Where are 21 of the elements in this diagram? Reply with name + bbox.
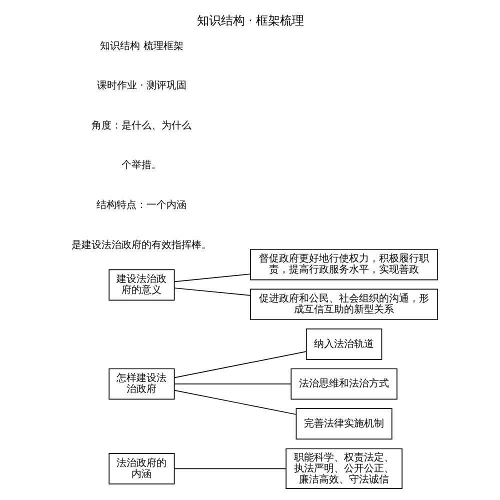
label: 课时作业 · 测评巩固 xyxy=(96,80,186,92)
connector xyxy=(173,390,296,415)
label: 角度：是什么、为什么 xyxy=(91,120,192,132)
node-box: 纳入法治轨道 xyxy=(305,328,382,360)
connector xyxy=(173,351,306,378)
diagram-title: 知识结构 · 框架梳理 xyxy=(196,13,304,28)
connector xyxy=(173,274,250,282)
node-box: 促进政府和公民、社会组织的沟通，形成互信互助的新型关系 xyxy=(250,288,438,320)
node-box: 职能科学、权责法定、执法严明、公开公正、廉洁高效、守法诚信 xyxy=(285,448,402,489)
node-box: 法治思维和法治方式 xyxy=(290,368,397,400)
node-box: 建设法治政府的意义 xyxy=(108,269,174,301)
label: 结构特点：一个内涵 xyxy=(96,200,186,211)
label: 是建设法治政府的有效指挥棒。 xyxy=(71,240,212,251)
node-box: 完善法律实施机制 xyxy=(295,408,392,440)
connector xyxy=(173,288,250,296)
label: 知识结构 梳理框架 xyxy=(100,40,183,52)
node-box: 督促政府更好地行使权力，积极履行职责，提高行政服务水平，实现善政 xyxy=(250,248,438,280)
label: 个举措。 xyxy=(121,160,162,172)
node-box: 怎样建设法治政府 xyxy=(108,368,174,400)
connector xyxy=(173,468,286,470)
node-box: 法治政府的内涵 xyxy=(108,452,174,484)
